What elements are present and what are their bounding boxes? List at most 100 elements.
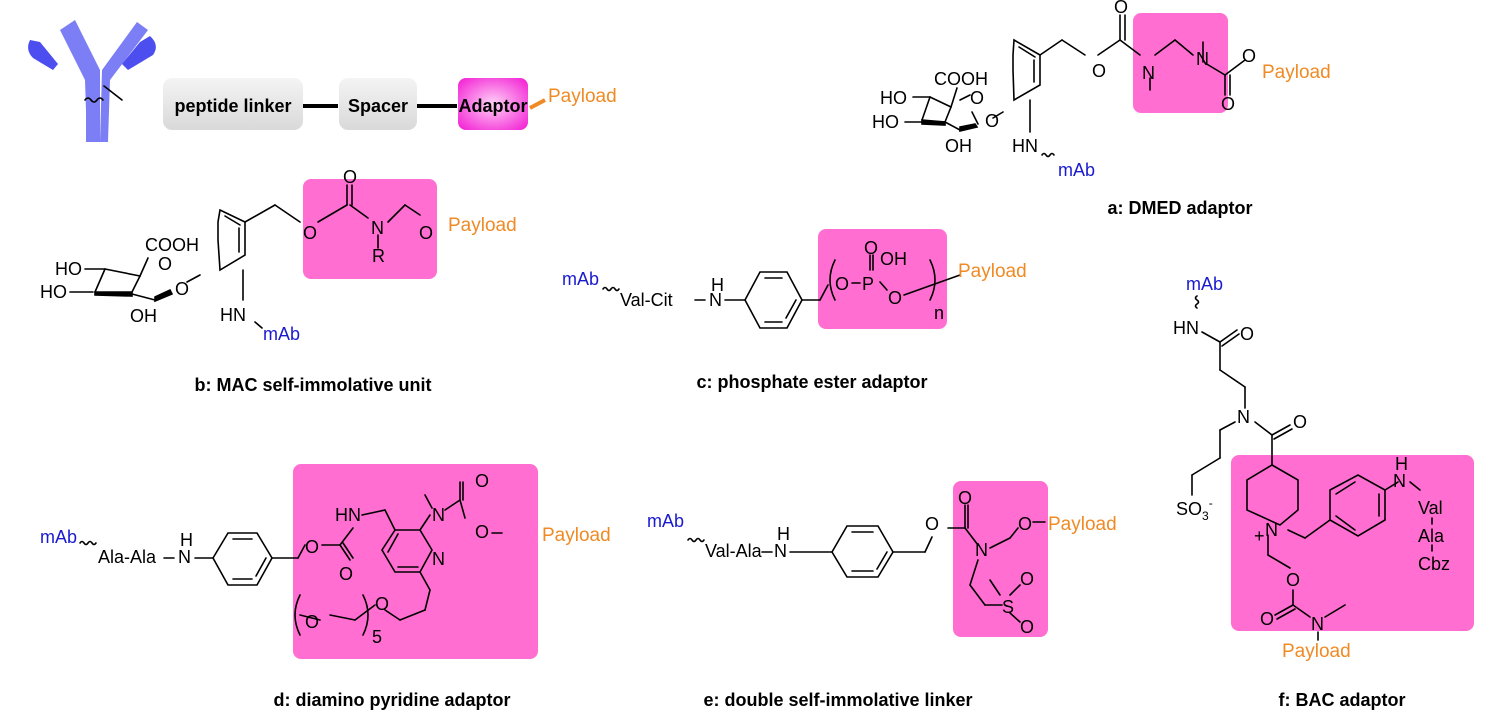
sulfonyl-oxygen: O [1020, 617, 1034, 637]
caption-a: a: DMED adaptor [1107, 198, 1252, 218]
ester-oxygen: O [303, 223, 317, 243]
ho-label: HO [55, 259, 82, 279]
payload-oxygen: O [419, 223, 433, 243]
payload-label: Payload [958, 261, 1027, 282]
mab-label: mAb [1186, 274, 1223, 294]
wavy-bond [84, 97, 104, 103]
bond [103, 85, 123, 101]
highlight-box [953, 481, 1048, 637]
sulfonyl-oxygen: O [1020, 569, 1034, 589]
repeat-subscript: 5 [372, 627, 382, 647]
spacer-box: Spacer [339, 78, 417, 130]
peg-oxygen: O [375, 594, 389, 614]
ring-oxygen: O [970, 88, 984, 108]
phosphorus-label: P [862, 274, 874, 294]
carbonyl-oxygen: O [1114, 0, 1128, 17]
peptide-linker-box: peptide linker [163, 78, 303, 130]
carbonyl-oxygen: O [475, 471, 489, 491]
nh-nitrogen: N [774, 541, 787, 561]
ester-oxygen: O [305, 537, 319, 557]
carbonyl-oxygen: O [343, 167, 357, 187]
nh-nitrogen: N [709, 290, 722, 310]
structure-b: COOH HO HO OH O O HN mAb O O N R O Paylo… [40, 167, 517, 395]
peptide-linker-label: peptide linker [174, 96, 291, 116]
ester-oxygen: O [1092, 61, 1106, 81]
nh-hydrogen: H [711, 275, 724, 295]
mab-label: mAb [263, 324, 300, 344]
mab-label: mAb [1058, 160, 1095, 180]
hn-label: HN [1012, 136, 1038, 156]
carbonyl-oxygen: O [1260, 609, 1274, 629]
repeat-subscript: n [934, 303, 944, 323]
structure-c: mAb Val-Cit H N O P O OH O n Payload c: … [562, 229, 1027, 392]
structure-d: mAb Ala-Ala H N [40, 464, 611, 710]
payload-label: Payload [1048, 514, 1117, 535]
mab-label: mAb [40, 527, 77, 547]
r-group-label: R [372, 246, 385, 266]
highlight-box [293, 464, 538, 659]
carbonyl-oxygen: O [1293, 412, 1307, 432]
ester-oxygen: O [835, 274, 849, 294]
payload-label: Payload [448, 215, 517, 236]
payload-oxygen: O [475, 522, 489, 542]
oh-label: OH [130, 306, 157, 326]
phosphoryl-oxygen: O [864, 238, 878, 258]
structure-f: mAb HN [1173, 274, 1474, 710]
nitrogen-label: N [1196, 49, 1209, 69]
payload-label: Payload [1282, 641, 1351, 662]
ho-label: HO [40, 282, 67, 302]
peptide-label: Val-Cit [620, 290, 673, 310]
pyridine-nitrogen: N [432, 549, 445, 569]
nitrogen-label: N [975, 540, 988, 560]
ether-oxygen: O [985, 111, 999, 131]
highlight-box [818, 229, 947, 329]
payload-bond [529, 98, 546, 110]
caption-b: b: MAC self-immolative unit [194, 375, 431, 395]
cbz-label: Cbz [1418, 554, 1450, 574]
caption-e: e: double self-immolative linker [703, 690, 972, 710]
positive-charge: + [1254, 526, 1265, 546]
highlight-box [1133, 13, 1228, 113]
sulfur-label: S [1002, 597, 1014, 617]
payload-oxygen: O [1242, 46, 1256, 66]
spacer-label: Spacer [348, 96, 408, 116]
highlight-box [1231, 455, 1474, 631]
nitrogen-label: N [1142, 63, 1155, 83]
hn-label: HN [1173, 318, 1199, 338]
adaptor-label: Adaptor [459, 96, 528, 116]
ala-label: Ala [1418, 526, 1445, 546]
peg-oxygen: O [305, 612, 319, 632]
nh-hydrogen: H [180, 530, 193, 550]
so3-subscript: 3 [1202, 509, 1209, 523]
quaternary-nitrogen: N [1265, 520, 1278, 540]
payload-label: Payload [542, 525, 611, 546]
carbonyl-oxygen: O [1221, 94, 1235, 114]
ether-oxygen: O [175, 279, 189, 299]
caption-c: c: phosphate ester adaptor [696, 372, 927, 392]
caption-f: f: BAC adaptor [1279, 690, 1406, 710]
carbonyl-oxygen: O [958, 488, 972, 508]
structure-e: mAb Val-Ala H N O [647, 481, 1117, 710]
sulfonate-label: SO3- [1176, 496, 1213, 523]
adaptor-box: Adaptor [458, 78, 528, 130]
ester-oxygen: O [925, 514, 939, 534]
nitrogen-label: N [371, 218, 384, 238]
val-label: Val [1418, 498, 1443, 518]
cooh-label: COOH [934, 69, 988, 89]
nh-hydrogen: H [1395, 454, 1408, 474]
schematic: peptide linker Spacer Adaptor Payload [28, 20, 617, 142]
carbamate-nitrogen: N [1311, 614, 1324, 634]
mab-label: mAb [647, 511, 684, 531]
mab-label: mAb [562, 269, 599, 289]
payload-oxygen: O [1018, 514, 1032, 534]
ho-label: HO [880, 88, 907, 108]
so3-charge: - [1209, 496, 1213, 510]
hn-label: HN [335, 505, 361, 525]
carbonyl-oxygen: O [1240, 324, 1254, 344]
so3-text: SO [1176, 499, 1202, 519]
ether-oxygen: O [1286, 570, 1300, 590]
ring-oxygen: O [158, 254, 172, 274]
ho-label: HO [872, 112, 899, 132]
ester-oxygen: O [888, 288, 902, 308]
